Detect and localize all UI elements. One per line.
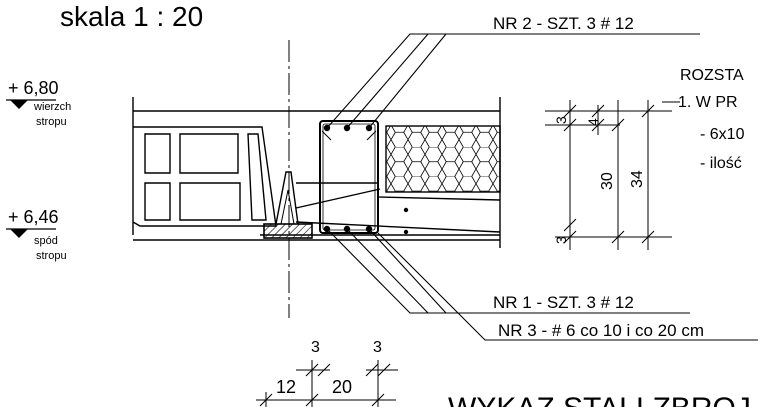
callout-nr1: NR 1 - SZT. 3 # 12 — [493, 293, 634, 312]
dim-total-height: 34 — [629, 170, 646, 188]
level-mark-bottom: + 6,46 spód stropu — [6, 207, 67, 262]
level-top-line1: wierzch — [33, 101, 71, 113]
insulation-block — [385, 125, 501, 193]
footer-title: WYKAZ STALI ZBROJ — [448, 392, 751, 407]
dim-right-cover: 3 — [373, 339, 382, 356]
horizontal-dimensions — [256, 360, 398, 407]
slab-reinforcement — [295, 182, 501, 233]
anchor-wedge — [275, 171, 299, 225]
dim-beam-width: 20 — [332, 377, 352, 397]
leader-lines — [326, 33, 758, 341]
notes-heading: ROZSTA — [680, 67, 744, 84]
notes-item1: 1. W PR — [678, 94, 738, 111]
dim-top-gap: 4 — [585, 118, 601, 126]
callout-nr2: NR 2 - SZT. 3 # 12 — [493, 14, 634, 33]
level-top-line2: stropu — [36, 116, 67, 128]
level-bottom-line1: spód — [34, 235, 58, 247]
dim-left-cover: 3 — [311, 339, 320, 356]
dim-top-cover: 3 — [553, 116, 569, 124]
hollow-block-section — [132, 126, 277, 227]
notes-sub2: - ilość — [700, 155, 742, 172]
dim-support-width: 12 — [276, 377, 296, 397]
level-triangle-icon — [10, 229, 28, 238]
level-mark-top: + 6,80 wierzch stropu — [6, 78, 71, 128]
notes-sub1: - 6x10 — [700, 126, 745, 143]
level-triangle-icon — [10, 100, 28, 109]
callout-nr3: NR 3 - # 6 co 10 i co 20 cm — [498, 321, 704, 340]
level-bottom-line2: stropu — [36, 250, 67, 262]
level-top-value: + 6,80 — [8, 78, 59, 98]
bearing-plate — [263, 223, 313, 239]
scale-label: skala 1 : 20 — [60, 1, 203, 32]
vertical-dimensions — [545, 100, 672, 250]
level-bottom-value: + 6,46 — [8, 207, 59, 227]
dim-inner-height: 30 — [599, 172, 616, 190]
dim-bottom-cover: 3 — [553, 236, 569, 244]
